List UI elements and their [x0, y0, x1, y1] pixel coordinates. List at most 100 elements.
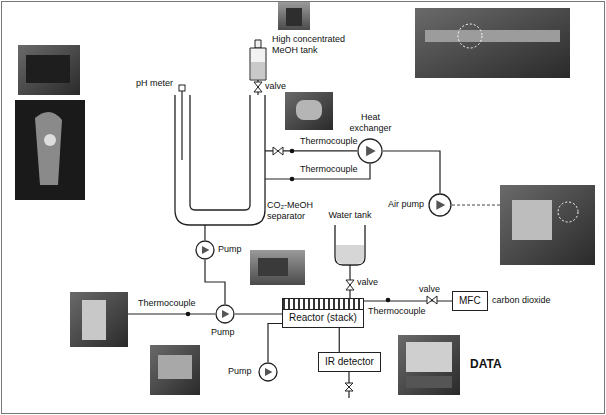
- process-box: IR detector: [318, 352, 381, 372]
- valve-label: valve: [419, 284, 440, 295]
- separator-outline: [175, 95, 265, 225]
- valve-symbol: [254, 82, 262, 92]
- tank-symbol: High concentrated MeOH tank: [248, 40, 268, 80]
- photo: [278, 2, 310, 30]
- tank-outline: [335, 225, 365, 265]
- flow-mark: [265, 368, 272, 376]
- photo: [398, 335, 460, 395]
- highlight-circle: [458, 24, 482, 48]
- valve-symbol: [273, 147, 283, 155]
- shape-outline: [335, 225, 365, 265]
- photo-detail: [512, 200, 552, 240]
- photo-detail: [35, 112, 62, 185]
- photo-detail: [44, 134, 56, 146]
- instrument-label: pH meter: [136, 78, 173, 89]
- pipe-connector: [339, 328, 340, 352]
- shape-outline: [258, 362, 278, 382]
- shape-outline: [215, 304, 235, 324]
- circle-outline: [358, 139, 382, 163]
- shape-outline: [248, 40, 268, 80]
- reactor-box: Reactor (stack): [282, 298, 364, 328]
- component-label: Reactor (stack): [289, 312, 357, 324]
- sensor-label: Thermocouple: [300, 164, 358, 175]
- gas-label: carbon dioxide: [492, 295, 551, 306]
- leader-line: [452, 205, 500, 206]
- data-label: DATA: [470, 357, 502, 371]
- photo-detail: [26, 55, 70, 83]
- valve-symbol: [346, 280, 354, 290]
- valve-symbol: [345, 383, 353, 391]
- shape-outline: [428, 193, 452, 217]
- flow-mark: [436, 200, 445, 210]
- photo-detail: [82, 300, 106, 340]
- shape-outline: [195, 240, 215, 260]
- liquid-fill: [336, 245, 364, 264]
- ph-probe-head: [179, 85, 185, 91]
- photo: [18, 45, 80, 95]
- component-label: Water tank: [323, 210, 377, 221]
- pipe-connector: [265, 164, 370, 179]
- thermocouple-dot: [386, 298, 391, 303]
- tank-body: [250, 48, 266, 80]
- valve-symbol: [427, 296, 437, 304]
- pump-symbol: Pump: [258, 362, 278, 382]
- component-label: CO₂-MeOH separator: [267, 200, 321, 222]
- photo: [415, 8, 570, 78]
- component-label: Heat exchanger: [343, 112, 398, 134]
- component-label: Pump: [218, 244, 242, 255]
- process-box: MFC: [452, 291, 488, 311]
- circle-outline: [196, 241, 214, 259]
- pipe-connector: [235, 313, 282, 314]
- pipe-connector: [383, 151, 440, 193]
- heat-exchanger-symbol: Heat exchanger: [357, 138, 383, 164]
- separator-outline: [190, 95, 250, 210]
- pipe-connector: [268, 324, 282, 363]
- photo-detail: [158, 355, 192, 379]
- circle-outline: [259, 363, 277, 381]
- sensor-label: Thermocouple: [138, 298, 196, 309]
- stack-stripes: [283, 299, 363, 310]
- component-label: Pump: [228, 366, 252, 377]
- shape-outline: [357, 138, 383, 164]
- component-label: MFC: [459, 295, 481, 307]
- thermocouple-dot: [186, 312, 191, 317]
- photo: [70, 292, 128, 347]
- flow-mark: [202, 246, 209, 254]
- pump-symbol: Pump: [215, 304, 235, 324]
- photo: [250, 250, 305, 285]
- shape-outline: [175, 95, 265, 225]
- flow-mark: [222, 310, 229, 318]
- circle-outline: [429, 194, 451, 216]
- thermocouple-dot: [290, 149, 295, 154]
- photo: [285, 92, 333, 130]
- pump-symbol: Air pump: [428, 193, 452, 217]
- tank-symbol: Water tank: [335, 225, 365, 265]
- component-label: IR detector: [325, 356, 374, 368]
- photo: [150, 345, 200, 395]
- liquid-fill: [251, 62, 265, 79]
- photo-detail: [258, 258, 288, 276]
- component-label: Air pump: [384, 199, 424, 210]
- valve-label: valve: [265, 81, 286, 92]
- photo-detail: [406, 376, 452, 388]
- photo-detail: [425, 30, 560, 42]
- pipe-connector: [205, 260, 225, 304]
- highlight-circle: [558, 202, 578, 222]
- component-label: Pump: [211, 327, 235, 338]
- valve-label: valve: [357, 277, 378, 288]
- circle-outline: [216, 305, 234, 323]
- pipe: [128, 313, 215, 314]
- pipe-connector: [364, 300, 452, 301]
- pump-symbol: Pump: [195, 240, 215, 260]
- photo-detail: [296, 100, 322, 120]
- photo: [15, 100, 85, 200]
- separator-symbol: CO₂-MeOH separator: [175, 95, 265, 225]
- photo-detail: [406, 342, 452, 372]
- sensor-label: Thermocouple: [300, 136, 358, 147]
- tank-neck: [255, 40, 261, 48]
- pipe-connector: [204, 225, 205, 240]
- photo: [500, 185, 595, 265]
